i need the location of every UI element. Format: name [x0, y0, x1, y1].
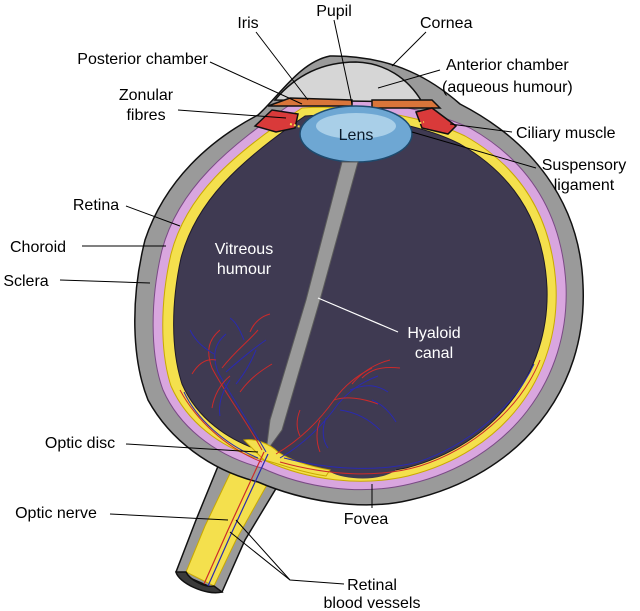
- label-posterior-chamber: Posterior chamber: [77, 51, 208, 68]
- label-choroid: Choroid: [10, 239, 66, 256]
- iris-right: [371, 99, 442, 109]
- retinal-vessel-edge-blue: [183, 363, 535, 469]
- label-retinal-1: Retinal: [347, 577, 397, 594]
- label-iris: Iris: [237, 15, 258, 32]
- leader-posterior-chamber: [209, 61, 303, 105]
- optic-disc: [242, 439, 331, 477]
- label-suspensory-2: ligament: [554, 177, 615, 194]
- label-lens: Lens: [339, 127, 374, 144]
- label-pupil: Pupil: [316, 3, 352, 20]
- label-hyaloid-2: canal: [415, 345, 453, 362]
- label-hyaloid-1: Hyaloid: [407, 325, 460, 342]
- leader-retinal-blood-vessels-2: [235, 519, 291, 581]
- leader-iris: [255, 31, 309, 101]
- label-anterior-chamber-2: (aqueous humour): [442, 79, 573, 96]
- retinal-vessels-right: [275, 359, 401, 459]
- iris: [267, 97, 353, 107]
- leader-anterior-chamber: [377, 69, 441, 89]
- label-fovea: Fovea: [344, 511, 389, 528]
- label-retina: Retina: [73, 197, 119, 214]
- label-vitreous-1: Vitreous: [215, 241, 273, 258]
- optic-nerve-cut-end: [175, 571, 224, 594]
- label-zonular-1: Zonular: [119, 87, 174, 104]
- leader-optic-nerve: [109, 513, 229, 521]
- leader-ciliary-muscle: [449, 123, 513, 133]
- label-vitreous-2: humour: [217, 261, 272, 278]
- label-optic-nerve: Optic nerve: [15, 505, 97, 522]
- leader-optic-disc: [125, 443, 259, 453]
- leader-sclera: [59, 279, 151, 284]
- leader-hyaloid-canal: [317, 297, 399, 333]
- label-ciliary-muscle: Ciliary muscle: [516, 125, 616, 142]
- leader-pupil: [333, 19, 353, 105]
- label-sclera: Sclera: [3, 273, 48, 290]
- leader-suspensory-ligament: [411, 131, 537, 169]
- leader-retina: [125, 205, 181, 227]
- label-suspensory-1: Suspensory: [542, 157, 627, 174]
- label-anterior-chamber-1: Anterior chamber: [446, 57, 569, 74]
- lens-highlight: [316, 113, 396, 139]
- label-retinal-2: blood vessels: [324, 595, 421, 611]
- retinal-vessel-blue-nerve: [207, 453, 269, 587]
- hyaloid-canal: [265, 161, 359, 453]
- retinal-vessel-red-nerve: [203, 451, 265, 585]
- label-zonular-2: fibres: [126, 107, 165, 124]
- label-optic-disc: Optic disc: [45, 435, 115, 452]
- ciliary-muscle-left: [253, 109, 299, 133]
- retinal-vessels-left: [189, 313, 273, 453]
- anterior-chamber: [273, 61, 424, 103]
- label-cornea: Cornea: [420, 15, 473, 32]
- ciliary-muscle-right: [415, 107, 458, 135]
- leader-cornea: [391, 31, 427, 67]
- retinal-vessel-edge-red: [179, 359, 541, 475]
- fovea-dip: [330, 462, 396, 479]
- leader-zonular-fibres: [177, 109, 287, 119]
